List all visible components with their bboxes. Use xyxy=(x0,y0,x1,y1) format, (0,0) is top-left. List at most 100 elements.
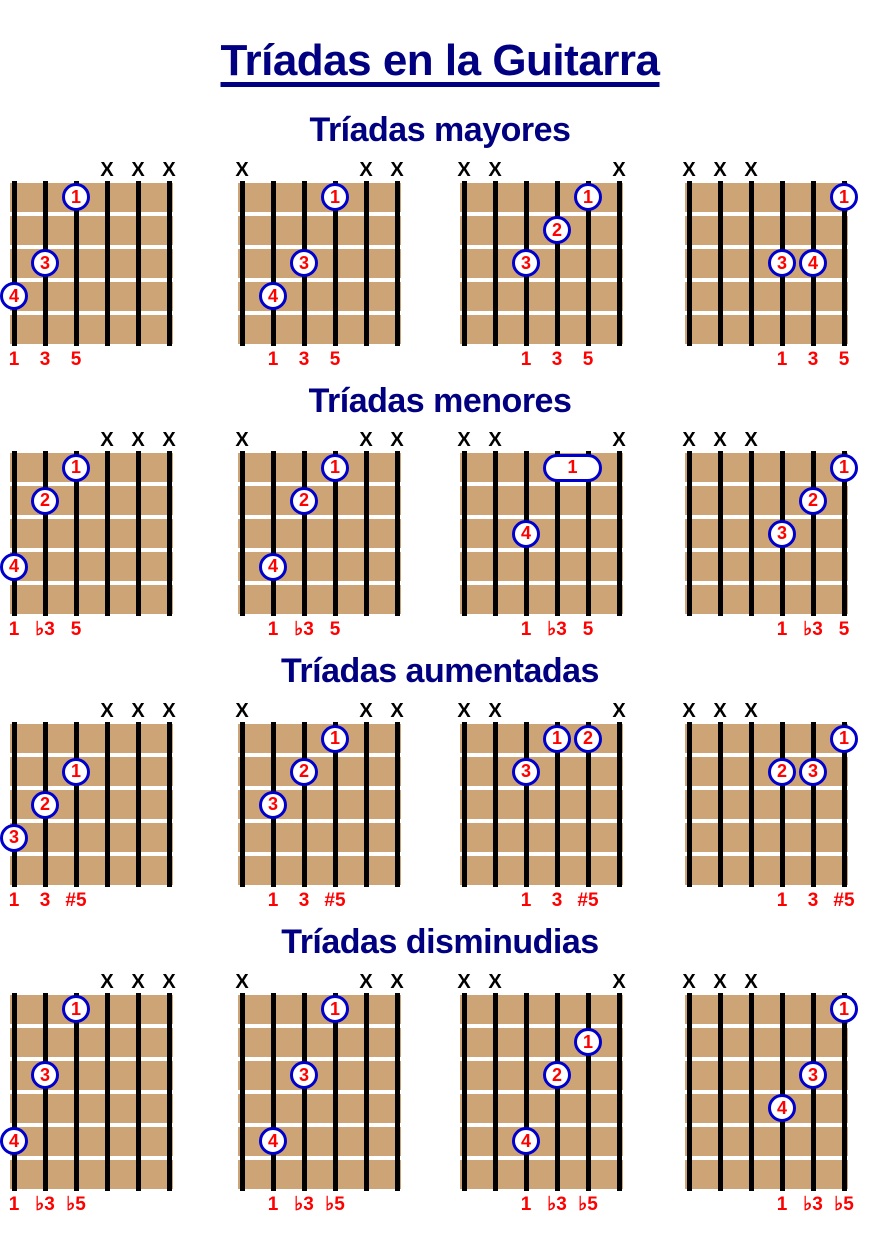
finger-dot-3[interactable]: 3 xyxy=(768,249,796,278)
fret-line xyxy=(685,990,848,995)
finger-dot-1[interactable]: 1 xyxy=(321,995,349,1024)
finger-dot-1[interactable]: 1 xyxy=(62,757,90,786)
finger-dot-3[interactable]: 3 xyxy=(512,249,540,278)
string-line-5 xyxy=(136,180,141,346)
finger-dot-1[interactable]: 1 xyxy=(830,453,858,482)
finger-dot-4[interactable]: 4 xyxy=(259,552,287,581)
fret-line xyxy=(10,1089,173,1094)
interval-label-string-2: ♭3 xyxy=(35,619,55,641)
finger-dot-1[interactable]: 1 xyxy=(321,183,349,212)
string-line-3 xyxy=(74,992,79,1191)
finger-dot-4[interactable]: 4 xyxy=(259,282,287,311)
string-line-4 xyxy=(555,992,560,1191)
string-line-1 xyxy=(462,992,467,1191)
finger-dot-4[interactable]: 4 xyxy=(799,249,827,278)
string-line-4 xyxy=(333,180,338,346)
mute-marker-string-6: X xyxy=(162,970,176,993)
finger-dot-1[interactable]: 1 xyxy=(321,724,349,753)
interval-label-string-3: ♭5 xyxy=(66,1193,86,1215)
finger-dot-3[interactable]: 3 xyxy=(290,1061,318,1090)
finger-dot-1[interactable]: 1 xyxy=(830,995,858,1024)
finger-dot-4[interactable]: 4 xyxy=(768,1094,796,1123)
fret-line xyxy=(460,343,623,348)
finger-dot-1[interactable]: 1 xyxy=(62,995,90,1024)
string-line-2 xyxy=(718,992,723,1191)
finger-dot-1[interactable]: 1 xyxy=(543,724,571,753)
fret-line xyxy=(685,1089,848,1094)
finger-dot-1[interactable]: 1 xyxy=(62,183,90,212)
fret-line xyxy=(10,990,173,995)
finger-dot-3[interactable]: 3 xyxy=(31,249,59,278)
interval-label-string-1: 1 xyxy=(8,1193,20,1215)
finger-dot-2[interactable]: 2 xyxy=(543,1061,571,1090)
finger-dot-3[interactable]: 3 xyxy=(0,823,28,852)
finger-dot-4[interactable]: 4 xyxy=(0,282,28,311)
finger-dot-4[interactable]: 4 xyxy=(0,552,28,581)
fret-line xyxy=(238,885,401,889)
finger-dot-4[interactable]: 4 xyxy=(512,519,540,548)
finger-dot-1[interactable]: 1 xyxy=(574,1028,602,1057)
finger-dot-1[interactable]: 1 xyxy=(62,453,90,482)
finger-dot-3[interactable]: 3 xyxy=(290,249,318,278)
fret-line xyxy=(460,1155,623,1160)
finger-dot-1[interactable]: 1 xyxy=(830,183,858,212)
interval-label-string-5: 5 xyxy=(582,619,594,641)
finger-dot-3[interactable]: 3 xyxy=(31,1061,59,1090)
finger-dot-2[interactable]: 2 xyxy=(31,486,59,515)
fret-line xyxy=(460,178,623,183)
finger-dot-3[interactable]: 3 xyxy=(512,757,540,786)
finger-dot-3[interactable]: 3 xyxy=(799,1061,827,1090)
finger-dot-2[interactable]: 2 xyxy=(31,790,59,819)
finger-dot-1[interactable]: 1 xyxy=(321,453,349,482)
finger-dot-2[interactable]: 2 xyxy=(290,486,318,515)
string-line-6 xyxy=(842,451,847,617)
fret-line xyxy=(238,990,401,995)
finger-dot-2[interactable]: 2 xyxy=(290,757,318,786)
finger-dot-4[interactable]: 4 xyxy=(259,1127,287,1156)
fret-line xyxy=(685,1023,848,1028)
finger-dot-3[interactable]: 3 xyxy=(799,757,827,786)
interval-label-string-4: 3 xyxy=(551,890,563,911)
finger-dot-2[interactable]: 2 xyxy=(574,724,602,753)
finger-dot-4[interactable]: 4 xyxy=(512,1127,540,1156)
finger-dot-3[interactable]: 3 xyxy=(259,790,287,819)
finger-dot-2[interactable]: 2 xyxy=(543,216,571,245)
fret-line xyxy=(460,753,623,757)
fret-line xyxy=(460,1023,623,1028)
interval-label-string-5: #5 xyxy=(577,890,599,911)
finger-dot-2[interactable]: 2 xyxy=(799,486,827,515)
finger-dot-1[interactable]: 1 xyxy=(543,453,602,482)
finger-dot-3[interactable]: 3 xyxy=(768,519,796,548)
finger-dot-4[interactable]: 4 xyxy=(0,1127,28,1156)
string-line-3 xyxy=(74,180,79,346)
finger-dot-1[interactable]: 1 xyxy=(830,724,858,753)
string-line-5 xyxy=(811,451,816,617)
fret-line xyxy=(685,1056,848,1061)
finger-dot-1[interactable]: 1 xyxy=(574,183,602,212)
fretboard xyxy=(685,451,848,617)
fret-line xyxy=(238,211,401,216)
string-line-3 xyxy=(74,451,79,617)
interval-label-string-1: 1 xyxy=(8,348,20,370)
finger-dot-2[interactable]: 2 xyxy=(768,757,796,786)
fret-line xyxy=(460,786,623,790)
